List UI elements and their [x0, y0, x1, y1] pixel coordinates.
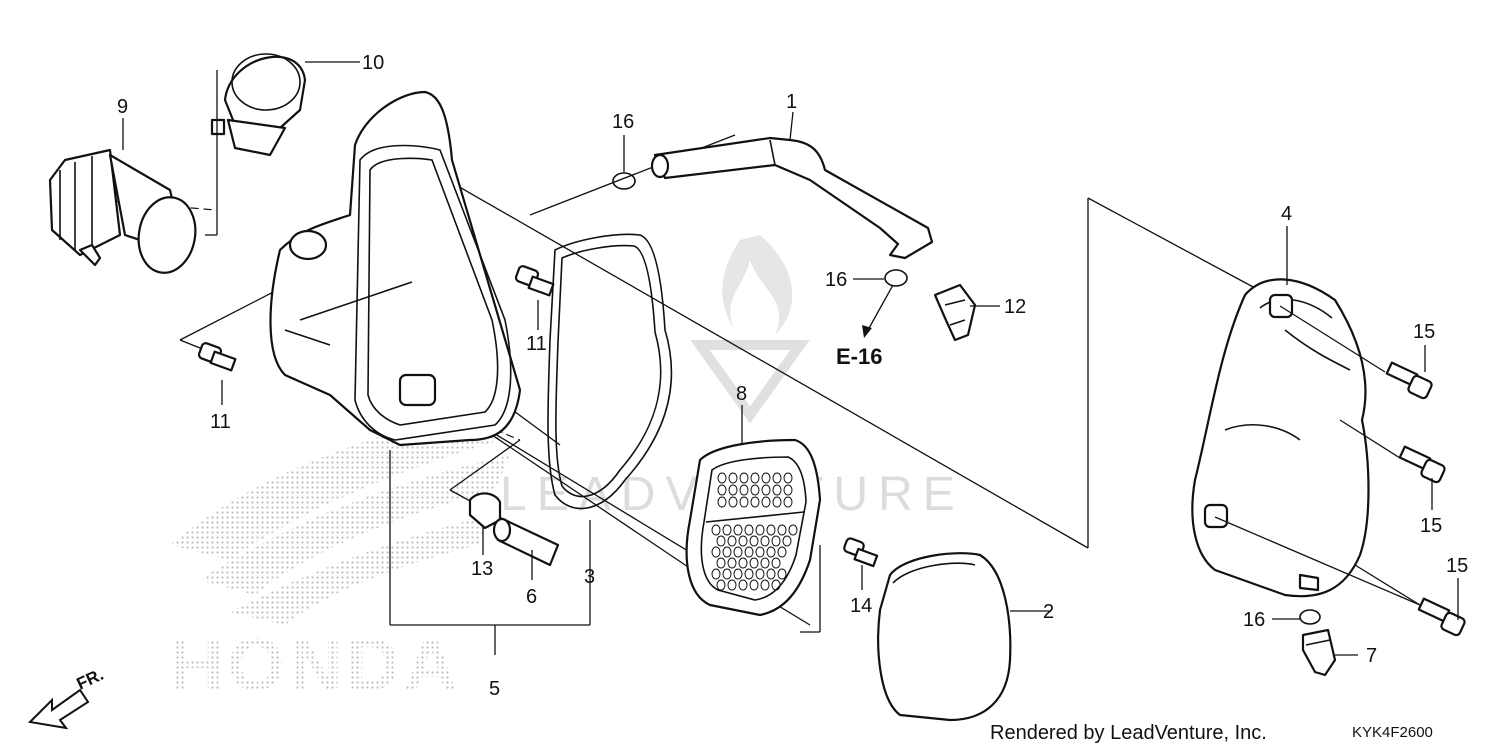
part-7-drain-plug	[1301, 628, 1337, 677]
front-direction-arrow	[27, 688, 90, 730]
part-9-intake-funnel	[48, 148, 197, 274]
reference-e16: E-16	[836, 344, 882, 369]
part-1-breather-hose	[650, 136, 934, 260]
callout-12: 12	[1004, 296, 1026, 318]
callout-6: 6	[526, 586, 537, 608]
callout-4: 4	[1281, 203, 1292, 225]
drawing-code: KYK4F2600	[1352, 724, 1433, 741]
callout-16-top: 16	[612, 111, 634, 133]
callout-3: 3	[584, 566, 595, 588]
clip-16-a	[612, 172, 636, 190]
callout-7: 7	[1366, 645, 1377, 667]
bolt-11-left	[197, 342, 237, 372]
callout-15-bottom: 15	[1446, 555, 1468, 577]
part-10-band	[205, 53, 307, 236]
callout-15-top: 15	[1413, 321, 1435, 343]
callout-16-cover: 16	[1243, 609, 1265, 631]
bolt-15-top	[1385, 361, 1433, 400]
honda-wing-watermark: HONDA	[170, 400, 520, 706]
part-13-clamp	[468, 492, 502, 530]
callout-13: 13	[471, 558, 493, 580]
callout-11-right: 11	[526, 333, 547, 355]
callout-8: 8	[736, 383, 747, 405]
part-3-gasket	[547, 233, 673, 510]
callout-16-hose: 16	[825, 269, 847, 291]
callout-15-middle: 15	[1420, 515, 1442, 537]
rendered-by-footer: Rendered by LeadVenture, Inc.	[990, 722, 1267, 744]
callout-labels: 1 2 3 4 5 6 7 8 9 10 11 11 12 13 14 15 1…	[117, 52, 1468, 700]
callout-1: 1	[786, 91, 797, 113]
callout-2: 2	[1043, 601, 1054, 623]
part-12-clip	[933, 283, 977, 342]
part-4-outer-cover	[1191, 278, 1421, 606]
bolt-15-middle	[1398, 445, 1446, 484]
honda-brand-text: HONDA	[170, 623, 461, 706]
callout-10: 10	[362, 52, 384, 74]
leader-lines	[122, 61, 1459, 656]
clip-16-c	[1299, 609, 1321, 625]
callout-14: 14	[850, 595, 872, 617]
part-2-filter-pad	[877, 552, 1012, 722]
callout-5: 5	[489, 678, 500, 700]
callout-11-left: 11	[210, 411, 231, 433]
bolt-15-bottom	[1417, 597, 1466, 637]
callout-9: 9	[117, 96, 128, 118]
front-direction-label: FR.	[74, 665, 107, 694]
bolt-14	[843, 537, 879, 568]
e16-reference-arrow	[862, 284, 894, 338]
part-6-tube	[492, 517, 560, 567]
clip-16-b	[884, 269, 908, 287]
part-8-filter-element	[685, 438, 822, 617]
bolt-11-right	[514, 265, 555, 297]
air-cleaner-case	[269, 90, 522, 447]
